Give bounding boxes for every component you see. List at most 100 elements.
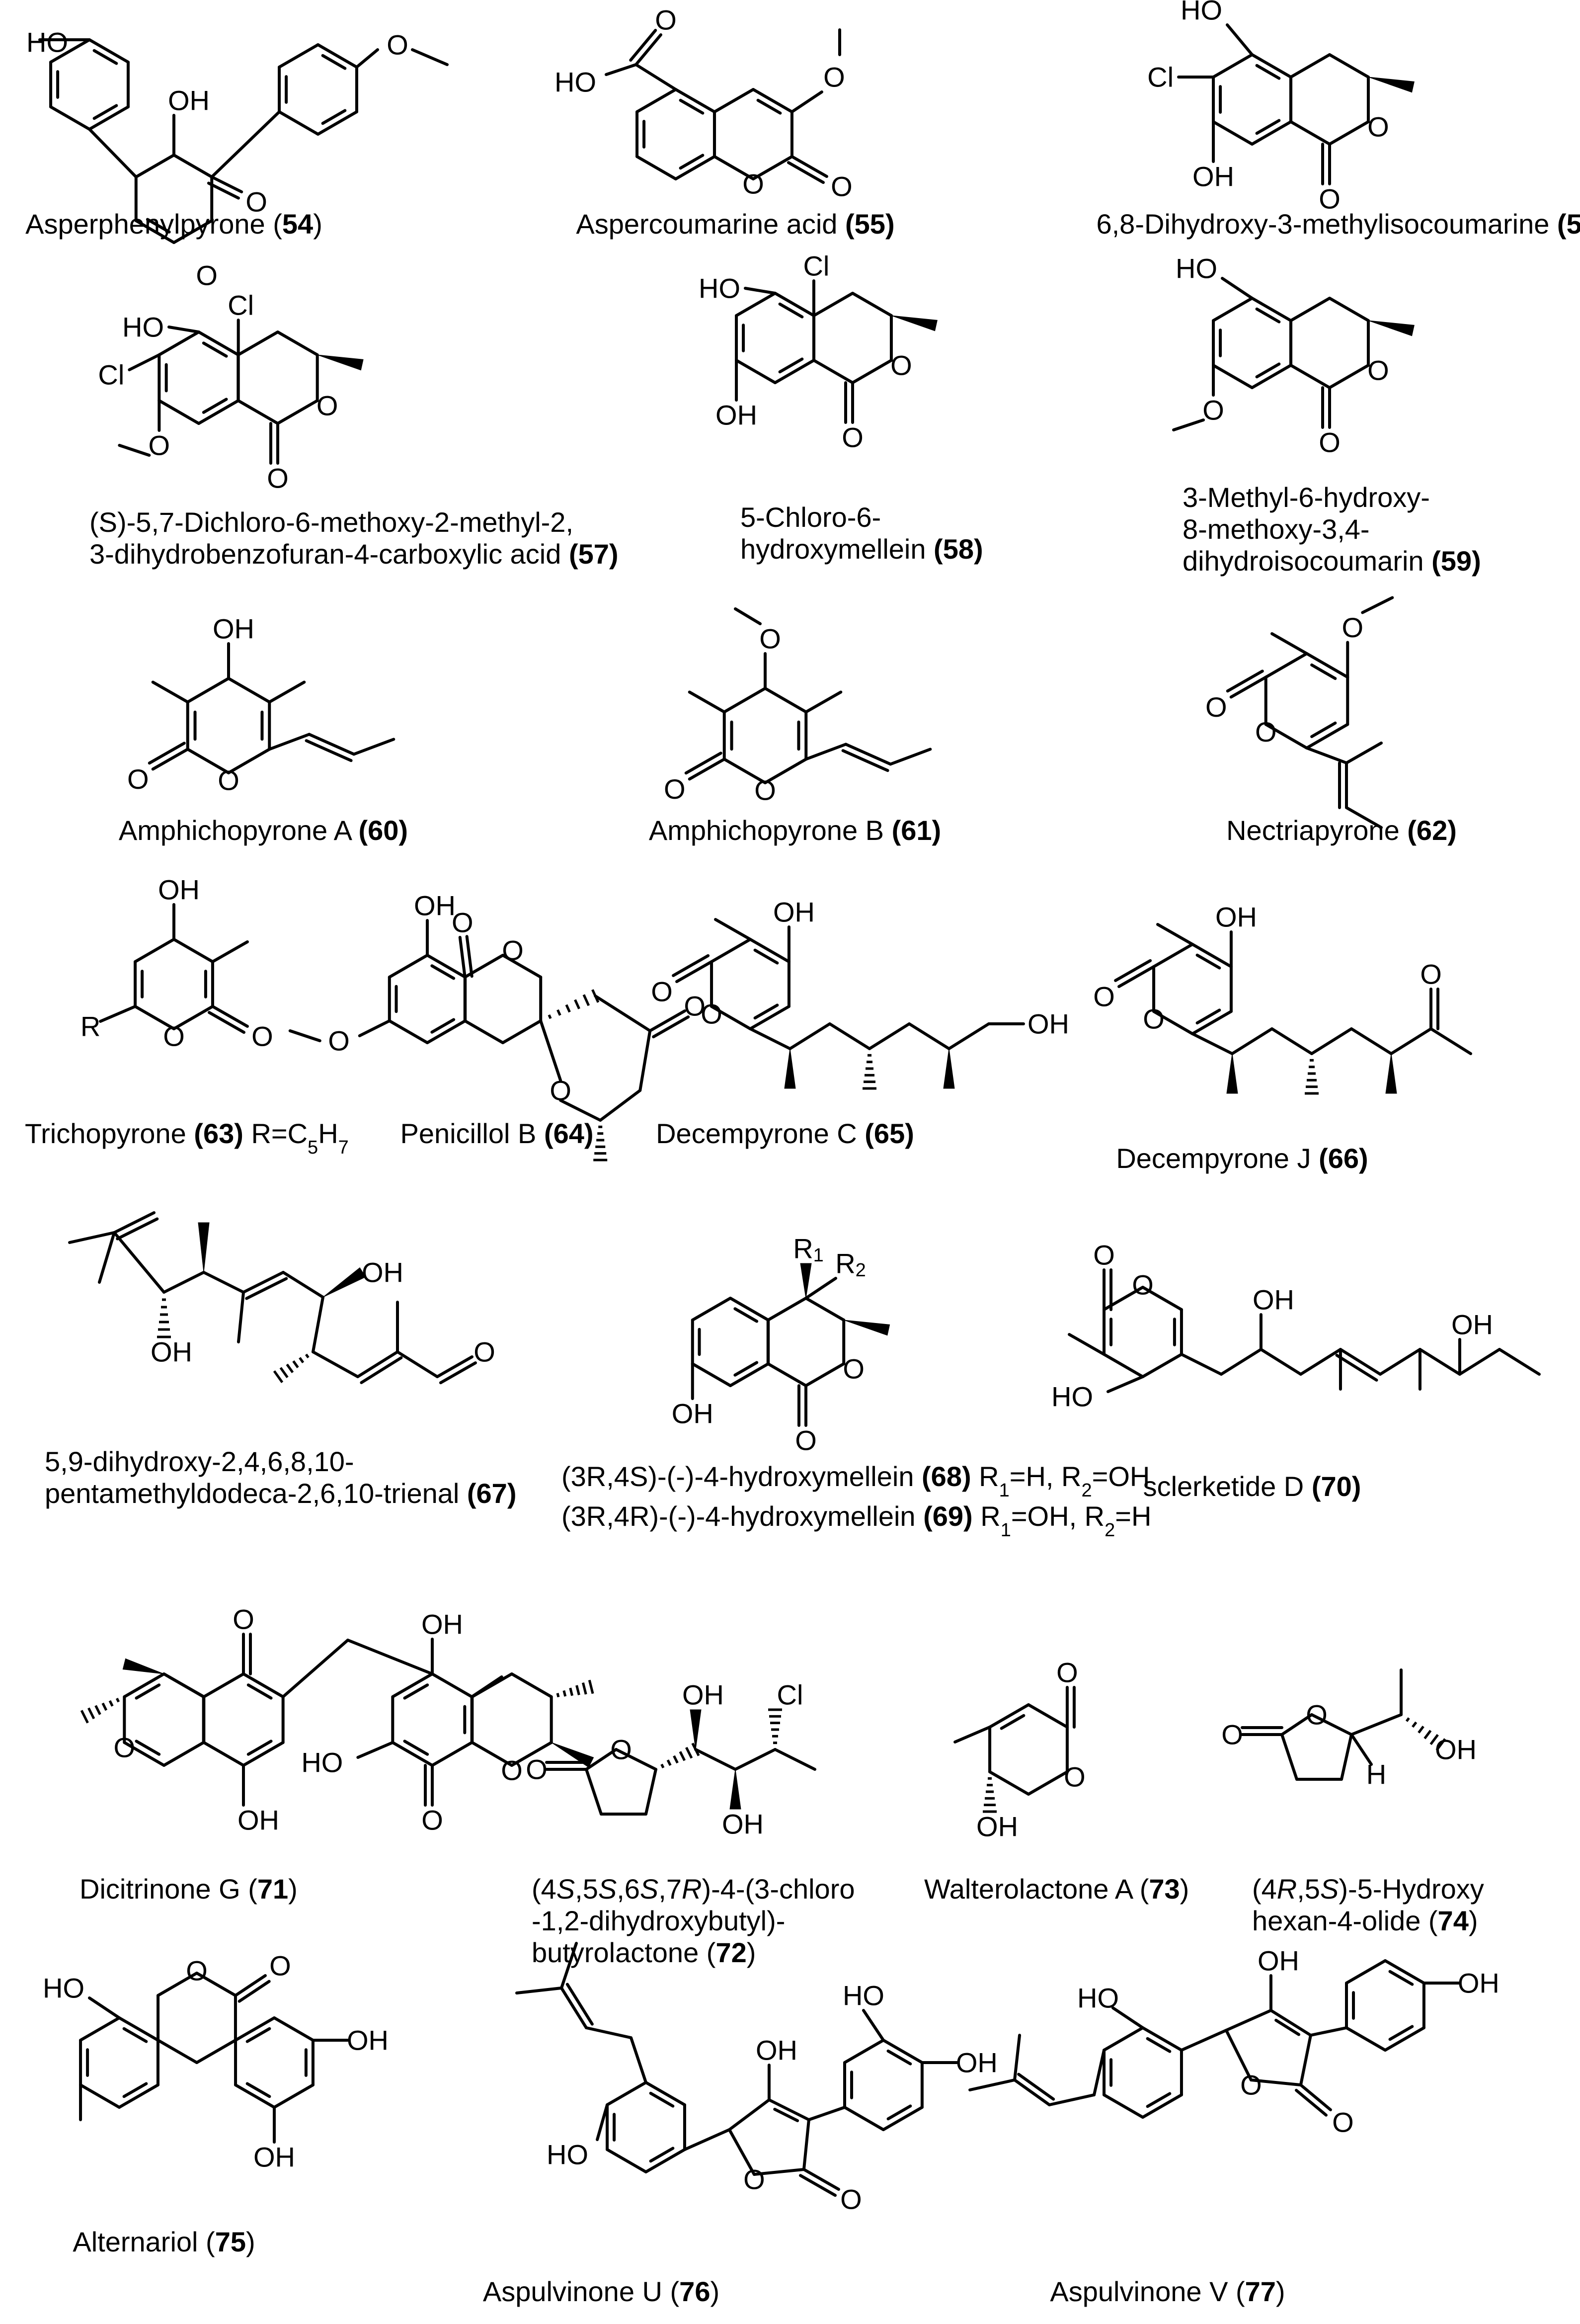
wedge-bond bbox=[317, 354, 364, 371]
atom-label-o: O bbox=[1420, 959, 1442, 990]
double-bond bbox=[1388, 1970, 1414, 1986]
bond bbox=[1231, 1027, 1273, 1055]
ring-bond bbox=[1103, 2026, 1144, 2052]
atom-label-o: O bbox=[1205, 691, 1227, 723]
ring-bond bbox=[118, 2083, 159, 2109]
caption-c72: (4S,5S,6S,7R)-4-(3-chloro-1,2-dihydroxyb… bbox=[532, 1873, 855, 1968]
hash-stroke bbox=[292, 1360, 299, 1368]
bond bbox=[1180, 1353, 1223, 1376]
double-bond bbox=[237, 1980, 271, 2003]
ring-bond bbox=[49, 105, 91, 131]
bond bbox=[539, 1019, 562, 1082]
ring-bond bbox=[635, 155, 677, 180]
ring-bond bbox=[1310, 1713, 1353, 1736]
double-bond bbox=[430, 964, 456, 980]
ring-bond bbox=[710, 938, 752, 963]
ring-bond bbox=[388, 1019, 429, 1044]
bond bbox=[1013, 2034, 1022, 2081]
ring-bond bbox=[158, 399, 200, 425]
ring-bond bbox=[1264, 652, 1308, 679]
atom-label-o: O bbox=[269, 1950, 291, 1982]
ring-bond bbox=[118, 2016, 159, 2042]
double-bond bbox=[565, 1983, 594, 2026]
atom-label-oh: OH bbox=[1435, 1734, 1477, 1765]
double-bond bbox=[756, 98, 782, 115]
caption-c60: Amphichopyrone A (60) bbox=[119, 815, 408, 846]
ring-bond bbox=[202, 1672, 245, 1698]
hash-stroke bbox=[87, 1707, 95, 1720]
atom-label-o: O bbox=[233, 1604, 254, 1635]
atom-label-o: O bbox=[701, 998, 722, 1030]
hash-stroke bbox=[101, 1702, 108, 1711]
double-bond bbox=[308, 733, 356, 756]
ring-bond bbox=[237, 331, 279, 356]
bond bbox=[1270, 632, 1308, 655]
atom-label-oh: OH bbox=[682, 1679, 724, 1711]
atom-label-oh: OH bbox=[151, 1336, 192, 1368]
ring-bond bbox=[988, 1770, 1030, 1796]
wedge-bond bbox=[943, 1048, 955, 1089]
atom-label-o: O bbox=[684, 991, 706, 1022]
ring-bond bbox=[735, 292, 777, 317]
atom-label-ho: HO bbox=[1077, 1983, 1119, 2014]
ring-bond bbox=[276, 399, 319, 425]
double-bond bbox=[207, 181, 240, 200]
atom-label-o: O bbox=[218, 765, 239, 796]
hashed-bond bbox=[660, 1743, 700, 1769]
ring-bond bbox=[278, 110, 319, 136]
ring-bond bbox=[1212, 297, 1254, 322]
hash-stroke bbox=[575, 1685, 580, 1695]
ring-bond bbox=[1103, 1353, 1144, 1378]
ring-bond bbox=[157, 1972, 198, 1997]
ring-bond bbox=[1383, 1959, 1425, 1985]
caption-c56: 6,8-Dihydroxy-3-methylisocoumarine (56) bbox=[1096, 208, 1580, 240]
ring-bond bbox=[1224, 2029, 1253, 2081]
ring-bond bbox=[644, 2148, 686, 2173]
bond bbox=[118, 444, 151, 457]
ring-bond bbox=[79, 2083, 121, 2109]
double-bond bbox=[430, 1018, 456, 1034]
atom-label-o: O bbox=[328, 1025, 350, 1057]
atom-label-o: O bbox=[149, 430, 170, 461]
ring-bond bbox=[767, 2098, 810, 2121]
atom-label-ho: HO bbox=[43, 1973, 84, 2004]
ring-bond bbox=[881, 2106, 924, 2131]
atom-label-o: O bbox=[1221, 1719, 1243, 1750]
atom-label-oh: OH bbox=[773, 897, 815, 928]
hash-stroke bbox=[556, 1009, 561, 1016]
ring-bond bbox=[471, 1741, 513, 1767]
bond bbox=[1458, 1348, 1501, 1376]
ring-bond bbox=[766, 1297, 807, 1322]
ring-bond bbox=[1280, 1713, 1313, 1736]
ring-bond bbox=[49, 38, 91, 64]
ring-bond bbox=[804, 1297, 846, 1322]
caption-c73: Walterolactone A (73) bbox=[924, 1873, 1189, 1905]
bond bbox=[358, 1019, 391, 1037]
bond bbox=[1350, 1027, 1393, 1055]
ring-bond bbox=[1345, 2026, 1387, 2052]
bond bbox=[1350, 1733, 1373, 1766]
double-bond bbox=[122, 2027, 148, 2043]
hash-stroke bbox=[666, 1759, 672, 1766]
hash-stroke bbox=[94, 1705, 101, 1715]
atom-label-oh: OH bbox=[213, 613, 254, 645]
ring-bond bbox=[752, 2168, 805, 2176]
caption-c58: 5-Chloro-6-hydroxymellein (58) bbox=[740, 501, 983, 565]
double-bond bbox=[560, 1987, 588, 2029]
atom-label-o: O bbox=[316, 390, 338, 421]
ring-bond bbox=[1141, 1286, 1183, 1311]
bond bbox=[789, 1022, 831, 1050]
double-bond bbox=[649, 2147, 675, 2163]
double-bond bbox=[649, 2091, 675, 2108]
double-bond bbox=[321, 109, 347, 125]
bond bbox=[862, 2009, 885, 2042]
double-bond bbox=[246, 1740, 273, 1756]
atom-label-oh: OH bbox=[1458, 1968, 1500, 1999]
wedge-bond bbox=[800, 1263, 812, 1299]
ring-bond bbox=[988, 1703, 1030, 1729]
bond bbox=[694, 1748, 737, 1771]
caption-c55: Aspercoumarine acid (55) bbox=[576, 208, 894, 240]
hash-stroke bbox=[556, 1693, 560, 1698]
hashed-bond bbox=[157, 1298, 171, 1338]
double-bond bbox=[92, 104, 118, 120]
